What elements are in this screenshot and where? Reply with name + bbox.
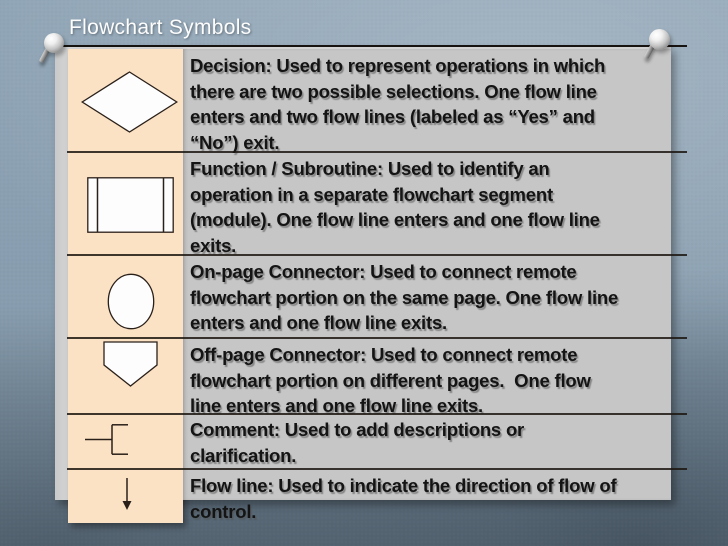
symbols-table: Decision: Used to represent operations i…	[68, 49, 671, 546]
row-divider	[67, 151, 687, 153]
flow-line-arrow-icon	[122, 478, 132, 510]
table-row: Function / Subroutine: Used to identify …	[68, 152, 671, 256]
symbol-description: Decision: Used to represent operations i…	[190, 55, 606, 153]
symbol-cell	[68, 469, 183, 546]
decision-diamond-icon	[81, 71, 178, 133]
table-top-border	[55, 45, 687, 47]
symbol-cell	[68, 49, 183, 152]
symbol-description: Comment: Used to add descriptions or cla…	[190, 419, 525, 466]
table-row: Off-page Connector: Used to connect remo…	[68, 338, 671, 416]
table-row: Decision: Used to represent operations i…	[68, 49, 671, 153]
pushpin-head	[44, 33, 64, 53]
symbol-description: On-page Connector: Used to connect remot…	[190, 261, 619, 333]
page-title: Flowchart Symbols	[69, 16, 252, 39]
off-page-connector-pentagon-icon	[103, 341, 158, 387]
row-divider	[67, 337, 687, 339]
pushpin-icon	[643, 29, 673, 69]
table-row: Flow line: Used to indicate the directio…	[68, 469, 671, 546]
pushpin-head	[649, 29, 670, 50]
row-divider	[67, 468, 687, 470]
symbol-cell	[68, 255, 183, 338]
description-column-bg	[183, 49, 671, 500]
row-divider	[67, 254, 687, 256]
pushpin-icon	[38, 33, 68, 73]
on-page-connector-circle-icon	[107, 273, 155, 330]
symbol-description: Function / Subroutine: Used to identify …	[190, 158, 600, 256]
table-row: On-page Connector: Used to connect remot…	[68, 255, 671, 338]
row-divider	[67, 413, 687, 415]
subroutine-rectangle-icon	[87, 177, 174, 233]
table-row: Comment: Used to add descriptions or cla…	[68, 414, 671, 469]
symbol-description: Off-page Connector: Used to connect remo…	[190, 344, 591, 416]
comment-bracket-icon	[85, 424, 128, 455]
symbol-cell	[68, 414, 183, 469]
symbol-cell	[68, 152, 183, 255]
symbol-cell	[68, 338, 183, 414]
symbol-description: Flow line: Used to indicate the directio…	[190, 475, 617, 522]
